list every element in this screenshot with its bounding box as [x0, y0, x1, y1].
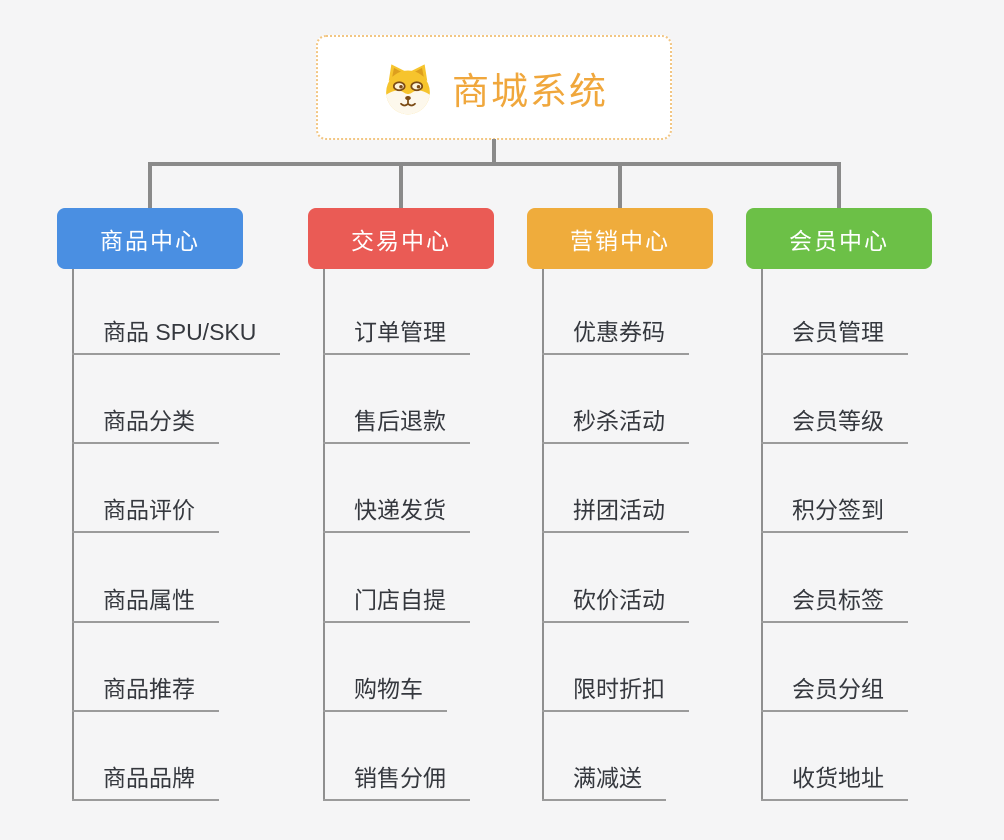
leaf-topic[interactable]: 优惠券码 [542, 309, 689, 355]
branch-topic-product-center[interactable]: 商品中心 [57, 208, 243, 269]
leaf-topic[interactable]: 会员管理 [761, 309, 908, 355]
leaf-topic[interactable]: 商品分类 [72, 398, 219, 444]
leaf-topic-label: 商品评价 [103, 497, 195, 523]
connector-drop-product-center [148, 166, 152, 210]
leaf-topic[interactable]: 售后退款 [323, 398, 470, 444]
leaf-topic-label: 会员等级 [792, 408, 884, 434]
branch-topic-label: 营销中心 [570, 227, 670, 254]
branch-topic-trade-center[interactable]: 交易中心 [308, 208, 494, 269]
leaf-topic[interactable]: 快递发货 [323, 487, 470, 533]
leaf-topic[interactable]: 订单管理 [323, 309, 470, 355]
leaf-topic[interactable]: 会员分组 [761, 666, 908, 712]
leaf-topic[interactable]: 秒杀活动 [542, 398, 689, 444]
leaf-topic-label: 秒杀活动 [573, 408, 665, 434]
leaf-topic[interactable]: 拼团活动 [542, 487, 689, 533]
connector-drop-member-center [837, 166, 841, 210]
leaf-topic[interactable]: 满减送 [542, 755, 666, 801]
leaf-topic-label: 商品推荐 [103, 676, 195, 702]
connector-root-stem [492, 139, 496, 166]
leaf-topic-label: 订单管理 [354, 319, 446, 345]
leaf-topic-label: 门店自提 [354, 587, 446, 613]
connector-branch-spine-trade-center [323, 269, 325, 801]
connector-branch-spine-product-center [72, 269, 74, 801]
connector-branch-spine-member-center [761, 269, 763, 801]
leaf-topic[interactable]: 商品推荐 [72, 666, 219, 712]
connector-drop-trade-center [399, 166, 403, 210]
leaf-topic[interactable]: 商品品牌 [72, 755, 219, 801]
leaf-topic-label: 拼团活动 [573, 497, 665, 523]
root-topic-label: 商城系统 [452, 70, 608, 112]
leaf-topic[interactable]: 会员标签 [761, 577, 908, 623]
shiba-dog-icon [380, 60, 436, 116]
leaf-topic[interactable]: 限时折扣 [542, 666, 689, 712]
leaf-topic-label: 会员分组 [792, 676, 884, 702]
branch-topic-label: 会员中心 [789, 227, 889, 254]
leaf-topic-label: 优惠券码 [573, 319, 665, 345]
leaf-topic-label: 快递发货 [354, 497, 446, 523]
leaf-topic-label: 限时折扣 [573, 676, 665, 702]
leaf-topic-label: 砍价活动 [573, 587, 665, 613]
leaf-topic[interactable]: 销售分佣 [323, 755, 470, 801]
leaf-topic-label: 满减送 [573, 765, 642, 791]
leaf-topic[interactable]: 商品属性 [72, 577, 219, 623]
connector-horizontal-rail [148, 162, 841, 166]
leaf-topic-label: 商品属性 [103, 587, 195, 613]
branch-topic-label: 商品中心 [100, 227, 200, 254]
leaf-topic[interactable]: 收货地址 [761, 755, 908, 801]
leaf-topic[interactable]: 门店自提 [323, 577, 470, 623]
leaf-topic[interactable]: 会员等级 [761, 398, 908, 444]
leaf-topic-label: 商品 SPU/SKU [103, 319, 257, 345]
leaf-topic-label: 销售分佣 [354, 765, 446, 791]
leaf-topic[interactable]: 购物车 [323, 666, 447, 712]
leaf-topic[interactable]: 砍价活动 [542, 577, 689, 623]
branch-topic-marketing-center[interactable]: 营销中心 [527, 208, 713, 269]
leaf-topic[interactable]: 商品 SPU/SKU [72, 309, 281, 355]
root-topic[interactable]: 商城系统 [316, 35, 672, 140]
leaf-topic-label: 售后退款 [354, 408, 446, 434]
leaf-topic-label: 商品品牌 [103, 765, 195, 791]
leaf-topic-label: 商品分类 [103, 408, 195, 434]
connector-drop-marketing-center [618, 166, 622, 210]
leaf-topic-label: 购物车 [354, 676, 423, 702]
leaf-topic-label: 积分签到 [792, 497, 884, 523]
leaf-topic-label: 会员管理 [792, 319, 884, 345]
connector-branch-spine-marketing-center [542, 269, 544, 801]
branch-topic-member-center[interactable]: 会员中心 [746, 208, 932, 269]
branch-topic-label: 交易中心 [351, 227, 451, 254]
leaf-topic-label: 会员标签 [792, 587, 884, 613]
leaf-topic[interactable]: 商品评价 [72, 487, 219, 533]
leaf-topic[interactable]: 积分签到 [761, 487, 908, 533]
leaf-topic-label: 收货地址 [792, 765, 884, 791]
